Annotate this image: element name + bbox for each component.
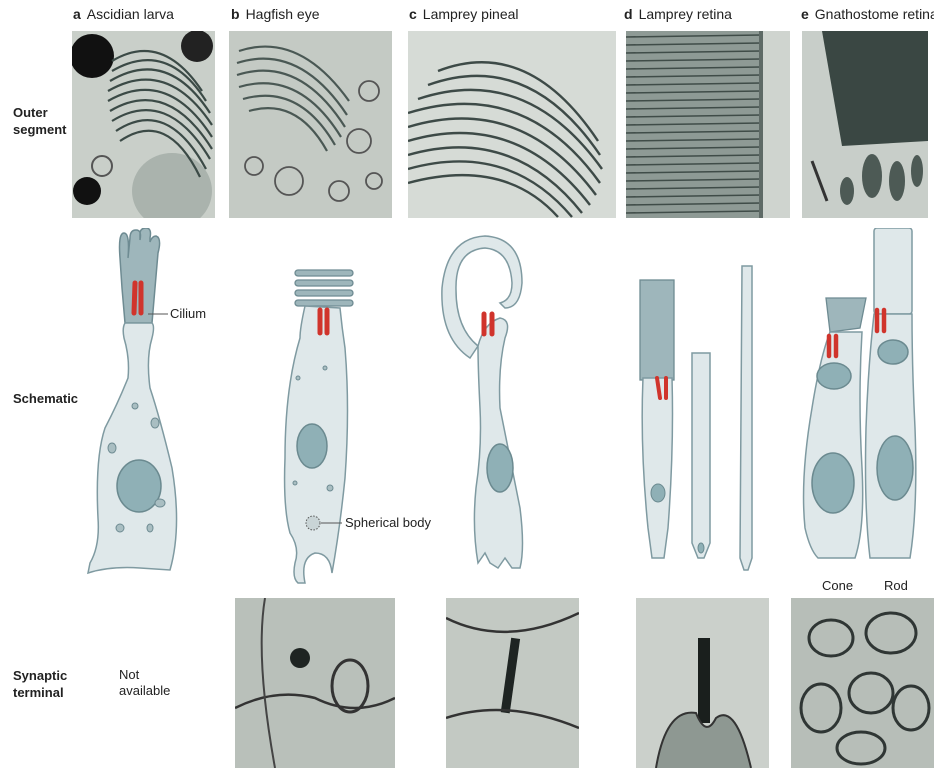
ascidian-cell-schematic: Cilium (88, 228, 206, 573)
column-header-c: c Lamprey pineal (409, 6, 519, 22)
micrograph-hagfish-outer-segment (229, 31, 392, 218)
column-title: Lamprey pineal (423, 6, 519, 22)
cilium-label: Cilium (170, 306, 206, 321)
column-letter: e (801, 6, 809, 22)
column-title: Ascidian larva (87, 6, 174, 22)
gnathostome-retina-cell-schematic (804, 228, 916, 558)
micrograph-lamprey-pineal-synaptic-terminal (446, 598, 579, 768)
row-label-outer-segment: Outer segment (13, 104, 73, 138)
column-letter: d (624, 6, 633, 22)
column-letter: c (409, 6, 417, 22)
lamprey-pineal-cell-schematic (442, 236, 523, 568)
micrograph-gnathostome-synaptic-terminal (791, 598, 934, 768)
micrograph-lamprey-retina-outer-segment (626, 31, 790, 218)
column-title: Lamprey retina (639, 6, 732, 22)
column-header-b: b Hagfish eye (231, 6, 320, 22)
column-title: Gnathostome retina (815, 6, 934, 22)
spherical-body-label-line: Spherical body (345, 515, 431, 530)
lamprey-retina-cell-schematic (640, 266, 752, 570)
schematic-panel: Cilium Spherical body (0, 228, 934, 598)
column-header-d: d Lamprey retina (624, 6, 732, 22)
micrograph-lamprey-pineal-outer-segment (408, 31, 616, 218)
column-letter: b (231, 6, 240, 22)
micrograph-lamprey-retina-synaptic-terminal (636, 598, 769, 768)
micrograph-gnathostome-outer-segment (802, 31, 928, 218)
cone-label: Cone (822, 578, 853, 593)
not-available-text: Not available (119, 667, 189, 699)
column-header-a: a Ascidian larva (73, 6, 174, 22)
row-label-synaptic-terminal: Synaptic terminal (13, 667, 83, 701)
rod-label: Rod (884, 578, 908, 593)
column-letter: a (73, 6, 81, 22)
micrograph-ascidian-outer-segment (72, 31, 215, 218)
micrograph-hagfish-synaptic-terminal (235, 598, 395, 768)
spherical-body-label: Spherical body (345, 515, 431, 530)
hagfish-cell-schematic: Spherical body (285, 270, 432, 583)
column-title: Hagfish eye (246, 6, 320, 22)
column-header-e: e Gnathostome retina (801, 6, 934, 22)
